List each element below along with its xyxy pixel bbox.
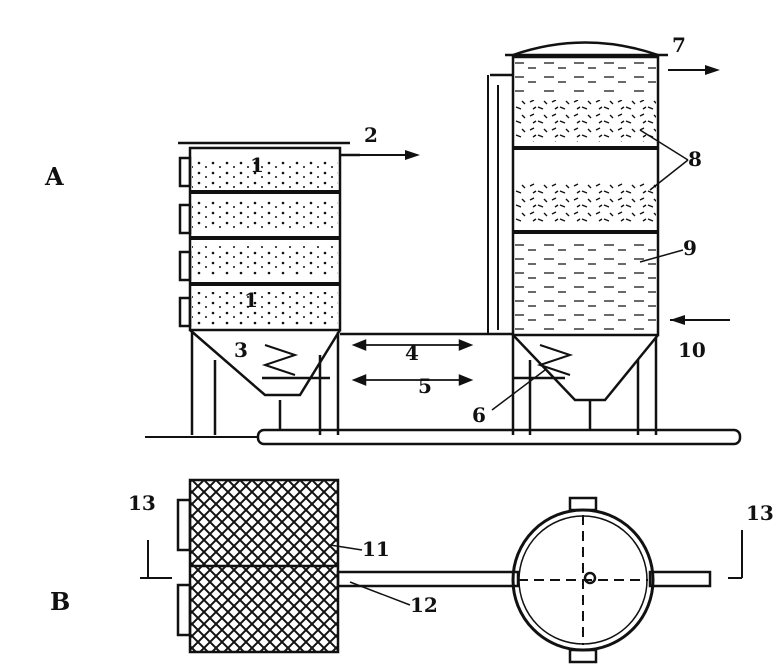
part-label-1-top: 1 bbox=[250, 153, 264, 177]
part-label-9: 9 bbox=[683, 236, 697, 260]
part-label-4: 4 bbox=[405, 341, 419, 365]
part-label-6: 6 bbox=[472, 403, 486, 427]
leader-lines bbox=[329, 129, 689, 606]
part-label-10: 10 bbox=[678, 338, 706, 362]
filter-stack bbox=[178, 141, 360, 435]
view-label-a: A bbox=[44, 162, 64, 191]
part-label-11: 11 bbox=[362, 537, 390, 561]
part-label-5: 5 bbox=[418, 374, 432, 398]
view-b bbox=[140, 478, 743, 664]
part-label-13-left: 13 bbox=[128, 491, 156, 515]
part-label-7: 7 bbox=[672, 33, 686, 57]
part-label-13-right: 13 bbox=[746, 501, 774, 525]
connecting-pipe bbox=[336, 570, 520, 588]
view-a bbox=[145, 41, 742, 446]
part-label-3: 3 bbox=[234, 338, 248, 362]
settling-tank bbox=[487, 41, 668, 435]
view-label-b: B bbox=[50, 587, 70, 616]
part-label-1-bottom: 1 bbox=[244, 288, 258, 312]
part-label-12: 12 bbox=[410, 593, 438, 617]
part-label-2: 2 bbox=[364, 123, 378, 147]
part-label-8: 8 bbox=[688, 147, 702, 171]
